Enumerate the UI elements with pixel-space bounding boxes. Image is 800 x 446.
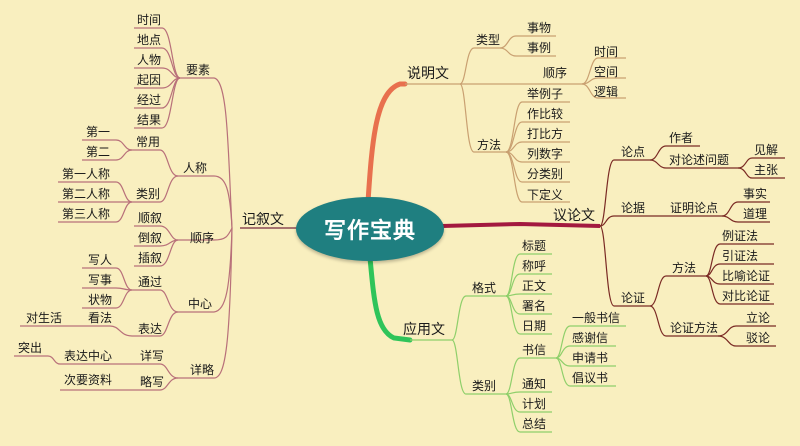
node-element-item[interactable]: 地点 (137, 33, 162, 47)
node-format-item[interactable]: 标题 (522, 239, 547, 253)
node-letter-item[interactable]: 倡议书 (572, 371, 609, 385)
node-argument-method-item[interactable]: 例证法 (722, 229, 759, 243)
central-topic-label: 写作宝典 (323, 219, 416, 244)
node-format-item[interactable]: 日期 (522, 319, 547, 333)
node-argument-approach[interactable]: 论证方法 (670, 321, 719, 335)
node-person-type-item[interactable]: 第三人称 (62, 207, 111, 221)
node-elements[interactable]: 要素 (186, 63, 211, 77)
node-element-item[interactable]: 时间 (137, 13, 162, 27)
node-format-item[interactable]: 称呼 (522, 259, 547, 273)
node-expo-order-item[interactable]: 逻辑 (594, 85, 619, 99)
node-element-item[interactable]: 人物 (137, 53, 162, 67)
node-category-item[interactable]: 通知 (522, 377, 547, 391)
node-expo-method-item[interactable]: 列数字 (527, 147, 564, 161)
node-detailed[interactable]: 详写 (140, 349, 165, 363)
node-evidence-item[interactable]: 事实 (743, 187, 768, 201)
node-person-common-item[interactable]: 第二 (86, 145, 111, 159)
node-person[interactable]: 人称 (183, 161, 208, 175)
node-brief[interactable]: 略写 (140, 375, 165, 389)
node-element-item[interactable]: 起因 (137, 73, 162, 87)
node-person-types[interactable]: 类别 (136, 187, 161, 201)
node-argument-method[interactable]: 方法 (672, 261, 697, 275)
node-format-item[interactable]: 正文 (522, 279, 547, 293)
node-theme-through[interactable]: 通过 (138, 275, 163, 289)
node-expo-method-item[interactable]: 分类别 (527, 167, 564, 181)
node-expo-method-item[interactable]: 下定义 (527, 188, 564, 202)
node-narr-order-item[interactable]: 倒叙 (138, 231, 163, 245)
node-expo-method[interactable]: 方法 (477, 138, 502, 152)
central-topic[interactable]: 写作宝典 (296, 197, 444, 261)
node-theme-express[interactable]: 表达 (138, 322, 163, 336)
branch-argumentative[interactable]: 议论文 (553, 208, 595, 224)
node-expo-type-item[interactable]: 事例 (527, 41, 552, 55)
node-letter-item[interactable]: 申请书 (572, 351, 609, 365)
node-argument-approach-item[interactable]: 驳论 (746, 331, 771, 345)
node-argument-approach-item[interactable]: 立论 (746, 311, 771, 325)
node-narr-order-item[interactable]: 顺叙 (138, 211, 163, 225)
node-thesis[interactable]: 论点 (621, 145, 646, 159)
node-thesis-issue[interactable]: 对论述问题 (669, 153, 730, 167)
node-argument-method-item[interactable]: 对比论证 (722, 289, 771, 303)
node-detailed-sub[interactable]: 突出 (18, 341, 43, 355)
node-thesis-author[interactable]: 作者 (669, 131, 694, 145)
node-argument-method-item[interactable]: 引证法 (722, 249, 759, 263)
node-detail[interactable]: 详略 (190, 363, 215, 377)
branch-expository[interactable]: 说明文 (407, 66, 449, 82)
node-expo-method-item[interactable]: 作比较 (527, 107, 564, 121)
node-expo-type-item[interactable]: 事物 (527, 21, 552, 35)
node-detailed-item[interactable]: 表达中心 (64, 349, 113, 363)
node-expo-method-item[interactable]: 打比方 (527, 127, 564, 141)
node-format[interactable]: 格式 (472, 281, 497, 295)
branch-practical[interactable]: 应用文 (403, 322, 445, 338)
node-letter-item[interactable]: 一般书信 (572, 311, 621, 325)
node-theme[interactable]: 中心 (188, 297, 213, 311)
branch-narrative[interactable]: 记叙文 (242, 212, 284, 228)
node-theme-view-sub[interactable]: 对生活 (26, 311, 63, 325)
node-expo-method-item[interactable]: 举例子 (527, 87, 564, 101)
node-person-common[interactable]: 常用 (136, 135, 161, 149)
node-element-item[interactable]: 经过 (137, 93, 162, 107)
node-narr-order-item[interactable]: 插叙 (138, 251, 163, 265)
node-person-type-item[interactable]: 第一人称 (62, 167, 111, 181)
node-evidence-prove[interactable]: 证明论点 (670, 201, 719, 215)
node-person-type-item[interactable]: 第二人称 (62, 187, 111, 201)
node-expo-order-item[interactable]: 时间 (594, 45, 619, 59)
node-expo-order-item[interactable]: 空间 (594, 65, 619, 79)
node-expo-type[interactable]: 类型 (476, 33, 501, 47)
node-narr-order[interactable]: 顺序 (190, 231, 215, 245)
node-argument[interactable]: 论证 (621, 291, 646, 305)
node-thesis-issue-item[interactable]: 主张 (754, 163, 779, 177)
node-evidence-item[interactable]: 道理 (743, 207, 768, 221)
node-letter[interactable]: 书信 (522, 343, 547, 357)
node-brief-item[interactable]: 次要资料 (64, 373, 113, 387)
node-argument-method-item[interactable]: 比喻论证 (722, 269, 771, 283)
node-evidence[interactable]: 论据 (621, 201, 646, 215)
node-category[interactable]: 类别 (472, 379, 497, 393)
node-theme-view[interactable]: 看法 (88, 311, 113, 325)
node-category-item[interactable]: 总结 (522, 417, 547, 431)
node-format-item[interactable]: 署名 (522, 299, 547, 313)
node-theme-through-item[interactable]: 写人 (88, 253, 113, 267)
node-person-common-item[interactable]: 第一 (86, 125, 111, 139)
node-thesis-issue-item[interactable]: 见解 (754, 143, 779, 157)
node-theme-through-item[interactable]: 状物 (88, 293, 113, 307)
node-element-item[interactable]: 结果 (137, 113, 162, 127)
node-letter-item[interactable]: 感谢信 (572, 331, 609, 345)
node-theme-through-item[interactable]: 写事 (88, 273, 113, 287)
node-expo-order[interactable]: 顺序 (543, 66, 568, 80)
node-category-item[interactable]: 计划 (522, 397, 547, 411)
